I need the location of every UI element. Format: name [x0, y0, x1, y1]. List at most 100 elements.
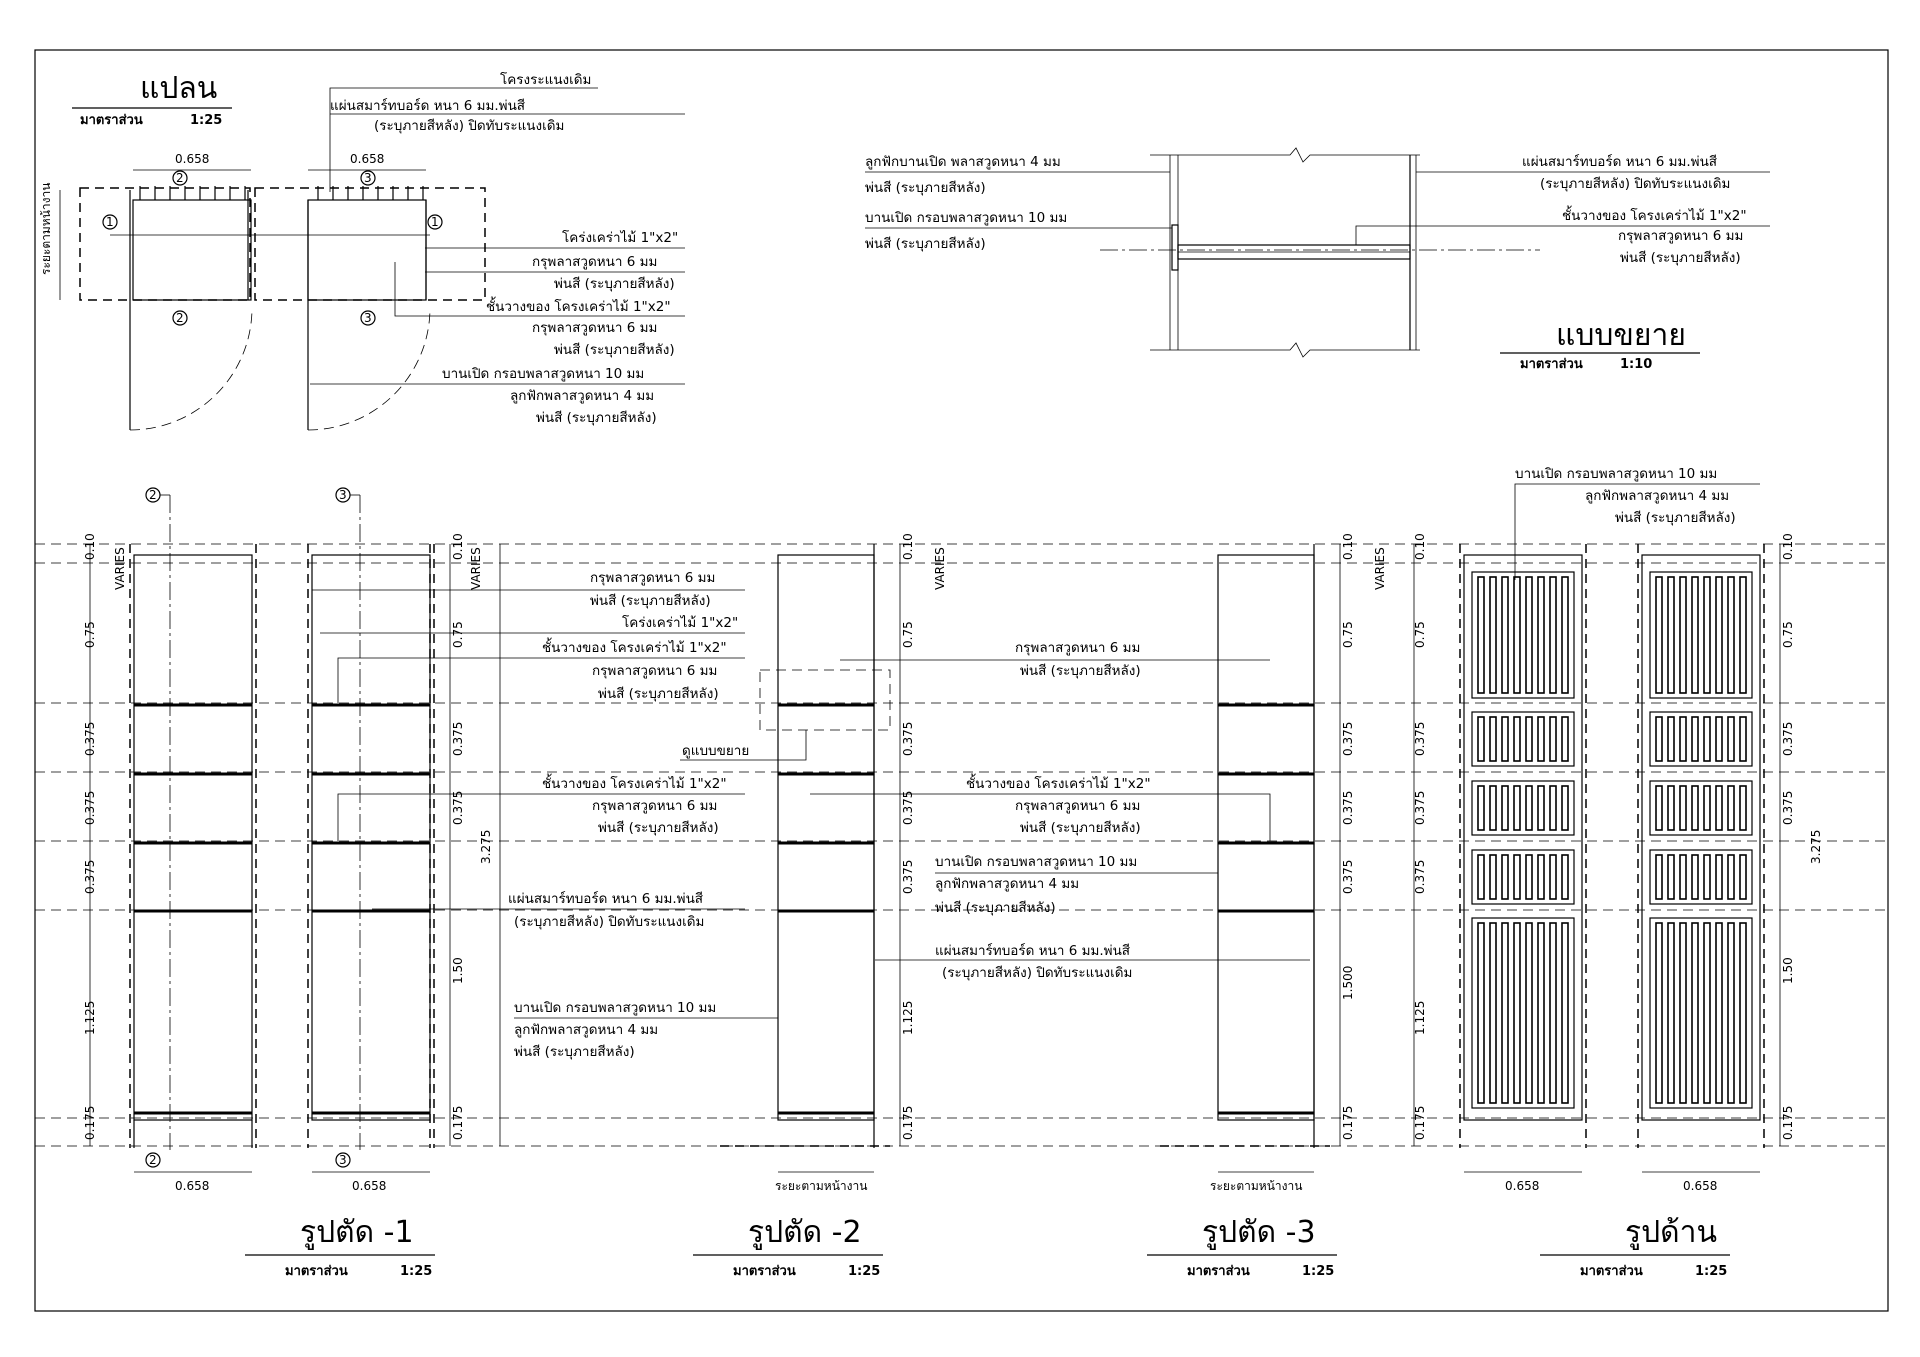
- svg-text:2: 2: [176, 171, 184, 185]
- svg-text:3: 3: [364, 311, 372, 325]
- door-panel: [1471, 780, 1575, 836]
- svg-text:(ระบุภายสีหลัง) ปิดทับระแนงเดิ: (ระบุภายสีหลัง) ปิดทับระแนงเดิม: [1540, 176, 1730, 192]
- svg-text:ลูกฟักพลาสวูดหนา 4 มม: ลูกฟักพลาสวูดหนา 4 มม: [510, 388, 654, 404]
- svg-text:กรุพลาสวูดหนา 6 มม: กรุพลาสวูดหนา 6 มม: [1015, 798, 1140, 814]
- svg-text:3: 3: [364, 171, 372, 185]
- svg-text:พ่นสี (ระบุภายสีหลัง): พ่นสี (ระบุภายสีหลัง): [935, 900, 1056, 916]
- louvre-slat: [1489, 576, 1497, 694]
- svg-text:กรุพลาสวูดหนา 6 มม: กรุพลาสวูดหนา 6 มม: [1015, 640, 1140, 656]
- svg-text:กรุพลาสวูดหนา 6 มม: กรุพลาสวูดหนา 6 มม: [532, 320, 657, 336]
- svg-text:2: 2: [149, 488, 157, 502]
- svg-text:พ่นสี (ระบุภายสีหลัง): พ่นสี (ระบุภายสีหลัง): [1615, 510, 1736, 526]
- louvre-slat: [1477, 785, 1485, 831]
- plan-section-tags: 1 1 2 2 3 3: [102, 170, 443, 326]
- louvre-slat: [1501, 716, 1509, 762]
- svg-text:บานเปิด กรอบพลาสวูดหนา 10 มม: บานเปิด กรอบพลาสวูดหนา 10 มม: [935, 854, 1137, 870]
- svg-text:0.375: 0.375: [1341, 860, 1355, 894]
- svg-text:VARIES: VARIES: [469, 547, 483, 590]
- door-panel: [1471, 917, 1575, 1109]
- louvre-slat: [1655, 785, 1663, 831]
- svg-text:0.375: 0.375: [83, 722, 97, 756]
- louvre-slat: [1739, 922, 1747, 1104]
- louvre-slat: [1691, 922, 1699, 1104]
- svg-text:1.50: 1.50: [451, 957, 465, 984]
- svg-text:1.125: 1.125: [901, 1001, 915, 1035]
- svg-text:1:25: 1:25: [1695, 1264, 1727, 1279]
- svg-text:3.275: 3.275: [479, 830, 493, 864]
- svg-text:0.175: 0.175: [83, 1106, 97, 1140]
- louvre-slat: [1549, 576, 1557, 694]
- louvre-slat: [1655, 854, 1663, 900]
- svg-text:0.10: 0.10: [451, 533, 465, 560]
- louvre-slat: [1525, 854, 1533, 900]
- elevation-title: รูปด้าน: [1625, 1215, 1717, 1250]
- section-1: 2 2 3 3 0.10 0.75 0.375 0.375 0.375 1.12…: [83, 487, 891, 1279]
- section3-title: รูปตัด -3: [1202, 1215, 1316, 1250]
- svg-text:มาตราส่วน: มาตราส่วน: [1580, 1264, 1643, 1279]
- svg-text:(ระบุภายสีหลัง) ปิดทับระแนงเดิ: (ระบุภายสีหลัง) ปิดทับระแนงเดิม: [374, 118, 564, 134]
- svg-text:พ่นสี (ระบุภายสีหลัง): พ่นสี (ระบุภายสีหลัง): [536, 410, 657, 426]
- svg-text:กรุพลาสวูดหนา 6 มม: กรุพลาสวูดหนา 6 มม: [590, 570, 715, 586]
- louvre-slat: [1561, 576, 1569, 694]
- svg-text:1:25: 1:25: [1302, 1264, 1334, 1279]
- louvre-slat: [1655, 922, 1663, 1104]
- louvre-slat: [1537, 576, 1545, 694]
- svg-text:แผ่นสมาร์ทบอร์ด หนา 6 มม.พ่นสี: แผ่นสมาร์ทบอร์ด หนา 6 มม.พ่นสี: [935, 942, 1130, 959]
- plan-scale-label: มาตราส่วน: [80, 113, 143, 128]
- louvre-slat: [1727, 576, 1735, 694]
- louvre-slat: [1667, 922, 1675, 1104]
- svg-text:ลูกฟักพลาสวูดหนา 4 มม: ลูกฟักพลาสวูดหนา 4 มม: [514, 1022, 658, 1038]
- svg-text:0.10: 0.10: [901, 533, 915, 560]
- svg-text:1:25: 1:25: [848, 1264, 880, 1279]
- svg-text:0.375: 0.375: [83, 791, 97, 825]
- svg-text:0.75: 0.75: [1781, 621, 1795, 648]
- svg-text:0.75: 0.75: [83, 621, 97, 648]
- svg-text:3.275: 3.275: [1809, 830, 1823, 864]
- svg-text:พ่นสี (ระบุภายสีหลัง): พ่นสี (ระบุภายสีหลัง): [554, 276, 675, 292]
- svg-text:0.658: 0.658: [352, 1179, 386, 1193]
- svg-text:0.375: 0.375: [1413, 791, 1427, 825]
- louvre-slat: [1727, 785, 1735, 831]
- louvre-slat: [1667, 576, 1675, 694]
- svg-text:ระยะตามหน้างาน: ระยะตามหน้างาน: [1210, 1179, 1302, 1193]
- svg-text:0.75: 0.75: [451, 621, 465, 648]
- plan-view: แปลน มาตราส่วน 1:25 0.658 ระยะตามหน้างาน: [39, 71, 685, 431]
- louvre-slat: [1703, 716, 1711, 762]
- svg-text:(ระบุภายสีหลัง) ปิดทับระแนงเดิ: (ระบุภายสีหลัง) ปิดทับระแนงเดิม: [942, 965, 1132, 981]
- svg-text:0.375: 0.375: [1413, 860, 1427, 894]
- svg-text:โคร่งเคร่าไม้ 1"x2": โคร่งเคร่าไม้ 1"x2": [562, 229, 678, 246]
- louvre-slat: [1537, 854, 1545, 900]
- plan-width-a: 0.658: [175, 152, 209, 166]
- svg-text:0.658: 0.658: [1505, 1179, 1539, 1193]
- svg-text:0.375: 0.375: [451, 791, 465, 825]
- louvre-slat: [1501, 854, 1509, 900]
- louvre-slat: [1489, 922, 1497, 1104]
- louvre-slat: [1549, 854, 1557, 900]
- svg-text:แผ่นสมาร์ทบอร์ด หนา 6 มม.พ่นสี: แผ่นสมาร์ทบอร์ด หนา 6 มม.พ่นสี: [1522, 153, 1717, 170]
- elevation: 0.10 0.75 0.375 0.375 0.375 1.125 0.175 …: [1413, 466, 1823, 1279]
- door-panel: [1471, 571, 1575, 699]
- louvre-slat: [1489, 854, 1497, 900]
- svg-text:VARIES: VARIES: [113, 547, 127, 590]
- svg-text:2: 2: [176, 311, 184, 325]
- svg-text:0.175: 0.175: [1341, 1106, 1355, 1140]
- svg-text:0.10: 0.10: [83, 533, 97, 560]
- svg-text:(ระบุภายสีหลัง) ปิดทับระแนงเดิ: (ระบุภายสีหลัง) ปิดทับระแนงเดิม: [514, 914, 704, 930]
- svg-text:0.75: 0.75: [901, 621, 915, 648]
- door-panel: [1471, 849, 1575, 905]
- louvre-slat: [1561, 785, 1569, 831]
- svg-text:ลูกฟักบานเปิด พลาสวูดหนา 4 มม: ลูกฟักบานเปิด พลาสวูดหนา 4 มม: [865, 154, 1061, 170]
- svg-text:0.75: 0.75: [1413, 621, 1427, 648]
- svg-text:บานเปิด กรอบพลาสวูดหนา 10 มม: บานเปิด กรอบพลาสวูดหนา 10 มม: [1515, 466, 1717, 482]
- svg-text:กรุพลาสวูดหนา 6 มม: กรุพลาสวูดหนา 6 มม: [1618, 228, 1743, 244]
- louvre-slat: [1525, 716, 1533, 762]
- louvre-slat: [1703, 854, 1711, 900]
- louvre-slat: [1691, 716, 1699, 762]
- louvre-slat: [1691, 785, 1699, 831]
- svg-text:1:10: 1:10: [1620, 357, 1652, 372]
- section-2: 0.10 0.75 0.375 0.375 0.375 1.125 0.175 …: [693, 533, 1310, 1279]
- svg-text:0.175: 0.175: [451, 1106, 465, 1140]
- louvre-slat: [1739, 576, 1747, 694]
- svg-text:มาตราส่วน: มาตราส่วน: [1187, 1264, 1250, 1279]
- louvre-slat: [1537, 922, 1545, 1104]
